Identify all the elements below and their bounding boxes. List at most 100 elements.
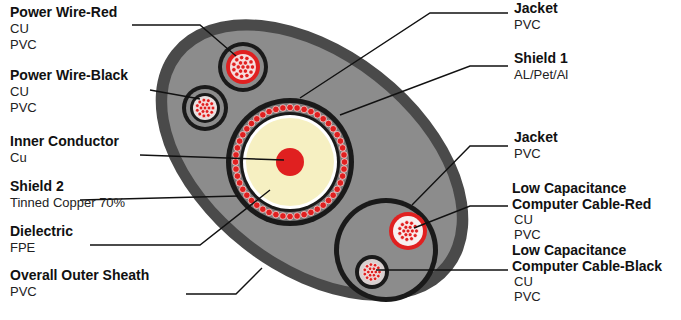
strand-dot xyxy=(400,235,404,239)
strand-dot xyxy=(294,213,301,220)
strand-dot xyxy=(266,209,273,216)
strand-dot xyxy=(239,74,243,78)
leader-line xyxy=(140,155,284,160)
strand-dot xyxy=(238,61,242,65)
strand-dot xyxy=(245,73,249,77)
strand-dot xyxy=(408,233,412,237)
strand-dot xyxy=(325,120,332,127)
strand-dot xyxy=(232,159,239,166)
part-name: Inner Conductor xyxy=(10,133,119,149)
strand-dot xyxy=(250,65,254,69)
strand-dot xyxy=(415,229,419,233)
strand-dot xyxy=(240,186,247,193)
strand-dot xyxy=(398,227,402,231)
strand-dot xyxy=(287,213,294,220)
strand-dot xyxy=(203,106,207,110)
strand-dot xyxy=(363,268,367,272)
strand-dot xyxy=(320,116,327,123)
strand-dot xyxy=(232,68,236,72)
strand-dot xyxy=(413,234,417,238)
strand-dot xyxy=(207,106,211,110)
strand-dot xyxy=(308,108,315,115)
material-name: Cu xyxy=(10,150,27,166)
strand-dot xyxy=(287,104,294,111)
strand-dot xyxy=(341,159,348,166)
strand-dot xyxy=(238,69,242,73)
strand-dot xyxy=(314,206,321,213)
dielectric xyxy=(246,118,334,206)
strand-dot xyxy=(266,108,273,115)
strand-dot xyxy=(243,61,247,65)
strand-dot xyxy=(400,223,404,227)
shield-1 xyxy=(231,103,349,221)
strand-dot xyxy=(211,106,215,110)
leader-line xyxy=(132,25,236,56)
strand-dot xyxy=(373,277,377,281)
strand-dot xyxy=(260,206,267,213)
strand-dot xyxy=(330,192,337,199)
leader-line xyxy=(340,66,508,115)
part-name: Shield 1 xyxy=(514,50,568,66)
strand-dot xyxy=(249,70,253,74)
material-name: PVC xyxy=(514,227,541,243)
strand-dot xyxy=(368,267,372,271)
strand-dot xyxy=(337,180,344,187)
strand-dot xyxy=(410,237,414,241)
power-wire-black-jacket xyxy=(182,85,228,131)
strand-dot xyxy=(377,274,381,278)
strand-dot xyxy=(372,273,376,277)
strand-dot xyxy=(232,62,236,66)
strand-dot xyxy=(405,221,409,225)
strand-dot xyxy=(234,173,241,180)
strand-dot xyxy=(337,138,344,145)
strand-dot xyxy=(280,105,287,112)
strand-dot xyxy=(369,278,373,282)
shield-inner-edge xyxy=(240,112,340,212)
strand-dot xyxy=(236,180,243,187)
strand-dot xyxy=(369,263,373,267)
power-wire-red-jacket xyxy=(218,42,268,92)
computer-cable-filler xyxy=(339,203,433,297)
strand-dot xyxy=(404,225,408,229)
strand-dot xyxy=(195,108,199,112)
part-name: Overall Outer Sheath xyxy=(10,267,149,283)
strand-dot xyxy=(202,98,206,102)
strand-dot xyxy=(210,110,214,114)
part-name: Jacket xyxy=(514,129,558,145)
leader-line xyxy=(300,13,508,98)
strand-dot xyxy=(201,110,205,114)
strand-dot xyxy=(233,166,240,173)
strand-dot xyxy=(273,106,280,113)
strand-dot xyxy=(334,186,341,193)
strand-dot xyxy=(365,276,369,280)
leader-line xyxy=(150,90,200,99)
strand-dot xyxy=(405,237,409,241)
leader-line xyxy=(376,269,508,270)
power-wire-red-insulation xyxy=(226,50,260,84)
strand-dot xyxy=(363,272,367,276)
strand-dot xyxy=(249,60,253,64)
computer-cable-jacket xyxy=(334,198,438,302)
strand-dot xyxy=(365,265,369,269)
strand-dot xyxy=(253,116,260,123)
part-name: Low Capacitance Computer Cable-Red xyxy=(512,180,677,212)
computer-wire-red-core xyxy=(393,216,423,246)
computer-wire-black-insulation xyxy=(355,255,389,289)
strand-dot xyxy=(294,105,301,112)
dielectric-edge xyxy=(243,115,337,209)
strand-dot xyxy=(378,270,382,274)
leader-line xyxy=(412,146,508,205)
strand-dot xyxy=(206,113,210,117)
strand-dot xyxy=(248,120,255,127)
strand-dot xyxy=(198,112,202,116)
outer-sheath xyxy=(103,0,521,320)
strand-dot xyxy=(280,213,287,220)
strand-dot xyxy=(341,166,348,173)
strand-dot xyxy=(243,69,247,73)
material-name: AL/Pet/Al xyxy=(514,67,568,83)
strand-dot xyxy=(334,131,341,138)
part-name: Power Wire-Red xyxy=(10,4,117,20)
strand-dot xyxy=(235,58,239,62)
strand-dot xyxy=(239,55,243,59)
strand-dot xyxy=(245,56,249,60)
